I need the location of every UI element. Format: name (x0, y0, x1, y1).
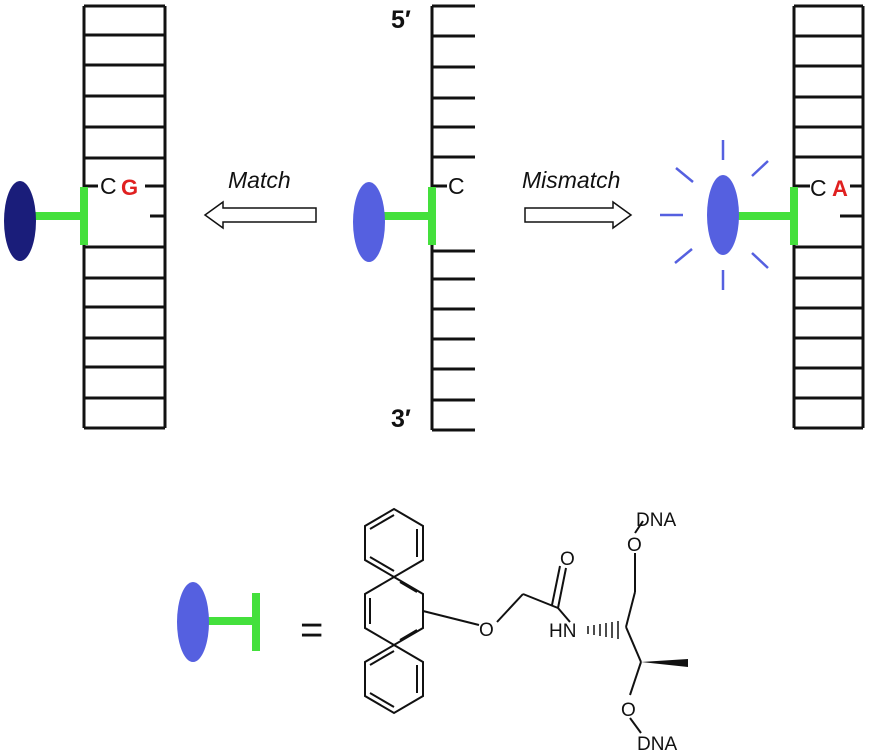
center-anthracene (353, 182, 385, 262)
mismatch-arrow (524, 200, 633, 230)
left-linker-stem (34, 212, 84, 220)
left-probe (4, 181, 88, 261)
right-anthracene-fluorescent (707, 175, 739, 255)
center-linker-stem (380, 212, 432, 220)
match-label: Match (228, 167, 291, 193)
right-partner-a: A (832, 176, 848, 201)
top-oxygen: O (627, 535, 642, 556)
wedge-bond (641, 659, 688, 667)
ether-oxygen: O (479, 620, 494, 641)
right-probe (660, 140, 798, 290)
fluorescence-rays (660, 140, 769, 290)
center-probe (353, 182, 436, 262)
left-duplex (82, 4, 167, 430)
five-prime-label: 5′ (391, 6, 411, 34)
right-linker-bar (790, 187, 798, 245)
equals-sign: = (300, 608, 323, 652)
three-prime-label: 3′ (391, 405, 411, 433)
top-dna-label: DNA (636, 510, 676, 531)
anthracene-structure (364, 507, 644, 734)
mismatch-label: Mismatch (522, 167, 620, 193)
hashed-bond (587, 621, 619, 639)
left-linker-bar (80, 187, 88, 245)
bottom-oxygen: O (621, 700, 636, 721)
legend-probe-symbol (177, 582, 260, 662)
right-linker-stem (736, 212, 794, 220)
amide-nh: HN (549, 621, 576, 642)
center-base-c: C (448, 173, 465, 199)
match-arrow (203, 200, 317, 230)
bottom-dna-label: DNA (637, 734, 677, 755)
center-strand (430, 4, 475, 432)
left-partner-g: G (121, 175, 138, 200)
center-linker-bar (428, 187, 436, 245)
right-duplex (792, 4, 865, 430)
right-base-c: C (810, 175, 827, 201)
left-anthracene-quenched (4, 181, 36, 261)
left-base-c: C (100, 173, 117, 199)
carbonyl-oxygen: O (560, 549, 575, 570)
